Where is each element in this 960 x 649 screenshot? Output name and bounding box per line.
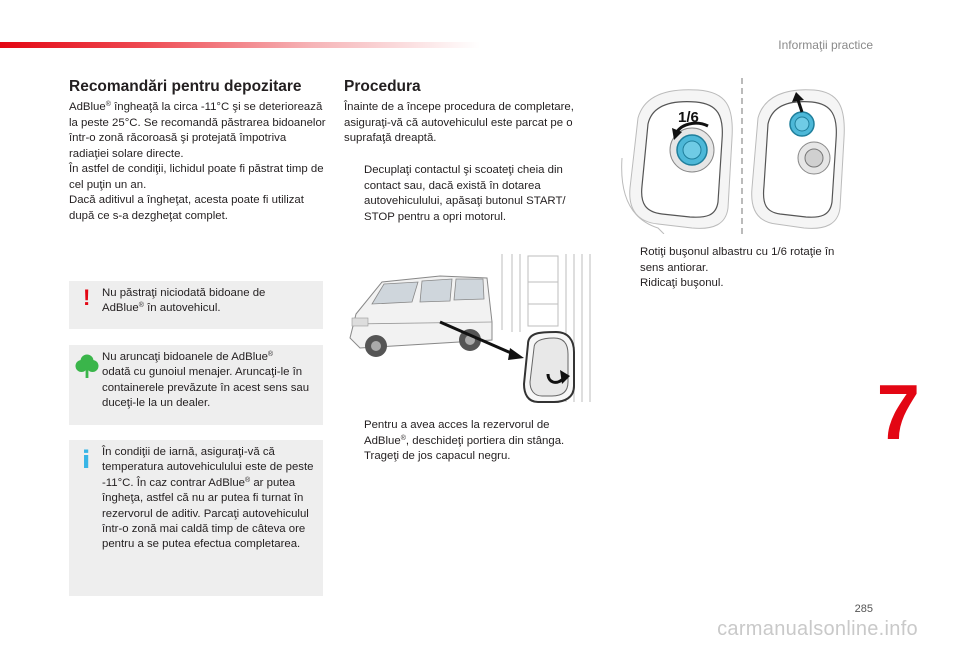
rotation-label: 1/6 bbox=[678, 109, 699, 126]
info-icon: i bbox=[82, 446, 91, 474]
environment-box: Nu aruncaţi bidoanele de AdBlue® odată c… bbox=[69, 345, 323, 425]
storage-text: AdBlue® îngheaţă la circa -11°C şi se de… bbox=[69, 101, 326, 222]
watermark: carmanualsonline.info bbox=[717, 618, 918, 640]
page-number: 285 bbox=[854, 603, 873, 615]
procedure-step: Decuplaţi contactul şi scoateţi cheia di… bbox=[364, 164, 566, 223]
procedure-step: Ridicaţi buşonul. bbox=[640, 277, 724, 289]
van-fuel-door-illustration bbox=[349, 254, 591, 403]
info-box: i În condiţii de iarnă, asiguraţi-vă că … bbox=[69, 440, 323, 596]
storage-heading: Recomandări pentru depozitare bbox=[69, 78, 302, 95]
procedure-step-list-2: Pentru a avea acces la rezervorul de AdB… bbox=[344, 418, 584, 465]
warning-box: ! Nu păstraţi niciodată bidoane de AdBlu… bbox=[69, 281, 323, 329]
warning-icon: ! bbox=[83, 285, 91, 310]
procedure-step-list-1: Decuplaţi contactul şi scoateţi cheia di… bbox=[344, 163, 584, 225]
tree-icon bbox=[75, 354, 99, 378]
procedure-step-list-3: Rotiţi buşonul albastru cu 1/6 rotaţie î… bbox=[620, 245, 860, 292]
procedure-step: Rotiţi buşonul albastru cu 1/6 rotaţie î… bbox=[640, 246, 835, 274]
chapter-number: 7 bbox=[876, 368, 920, 456]
section-title: Informaţii practice bbox=[778, 38, 873, 52]
procedure-intro: Înainte de a începe procedura de complet… bbox=[344, 101, 574, 144]
adblue-cap-illustration: 1/6 bbox=[621, 78, 845, 234]
procedure-heading: Procedura bbox=[344, 78, 421, 95]
header-accent-bar bbox=[0, 42, 480, 48]
procedure-step: Pentru a avea acces la rezervorul de AdB… bbox=[364, 419, 565, 447]
procedure-step: Trageţi de jos capacul negru. bbox=[364, 450, 511, 462]
